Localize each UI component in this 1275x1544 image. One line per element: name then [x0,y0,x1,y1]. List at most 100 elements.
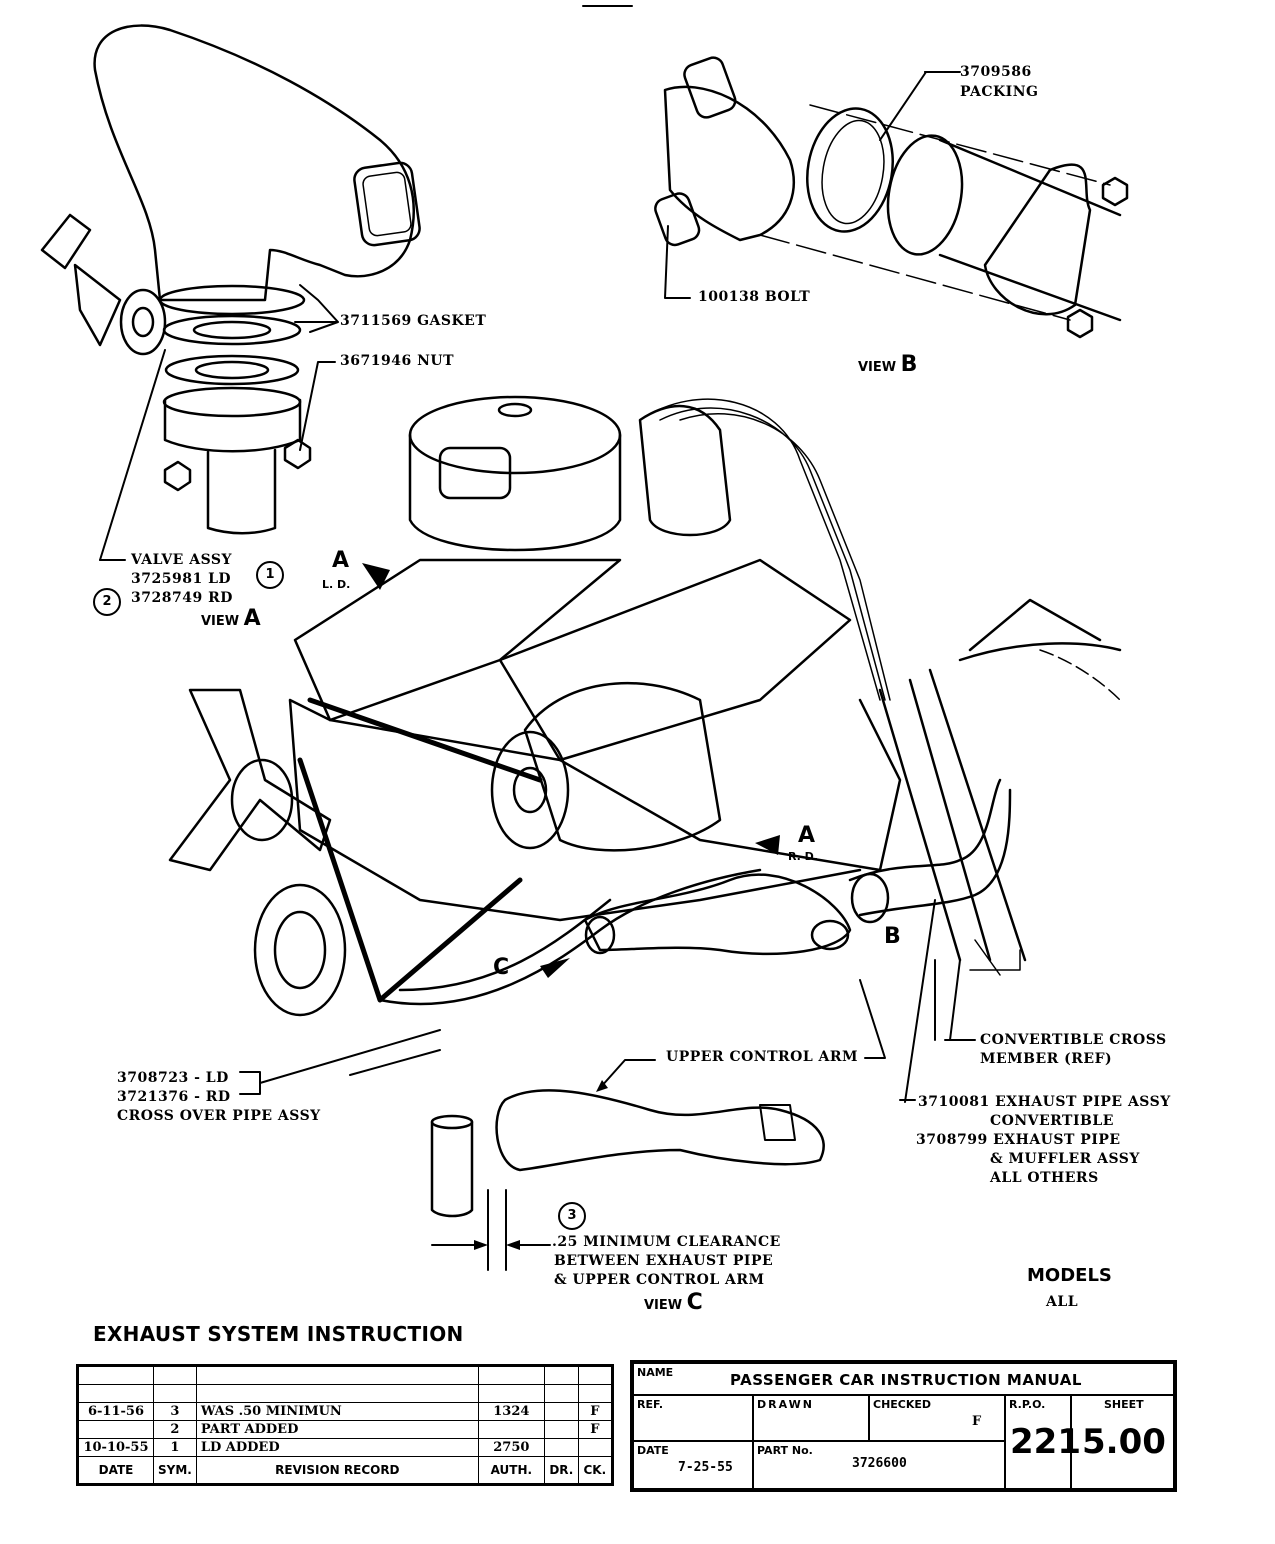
revision-cell-ck [577,1438,613,1457]
view-b-letter: B [900,352,918,377]
sheet-caption: SHEET [1104,1398,1144,1411]
convertible-cross-member-line2: MEMBER (REF) [980,1051,1113,1067]
marker-a-rd-side: R. D. [788,850,818,863]
revision-cell-auth [477,1384,545,1403]
cross-over-rd-part: 3721376 - RD [117,1089,231,1105]
ref-caption: REF. [637,1398,664,1411]
packing-part-number: 3709586 [960,64,1032,80]
view-a-letter: A [243,606,261,631]
sheet-cell: SHEET 5.00 [1071,1395,1174,1489]
marker-b: B [884,924,901,949]
header-ck: CK. [577,1456,613,1485]
revision-row [77,1365,613,1385]
revision-cell-date [77,1384,154,1403]
exhaust-pipe-muffler-label: & MUFFLER ASSY [990,1151,1140,1167]
upper-control-arm-label: UPPER CONTROL ARM [666,1049,859,1065]
revision-table-header: DATE SYM. REVISION RECORD AUTH. DR. CK. [77,1456,613,1485]
exhaust-pipe-assy-convertible: 3710081 EXHAUST PIPE ASSY [918,1094,1171,1110]
cross-over-ld-part: 3708723 - LD [117,1070,229,1086]
clearance-note-line3: & UPPER CONTROL ARM [554,1272,765,1288]
header-revision-record: REVISION RECORD [195,1456,479,1485]
revision-cell-ck: F [577,1420,613,1439]
revision-cell-record: PART ADDED [195,1420,479,1439]
valve-assy-label: VALVE ASSY [131,552,232,568]
checked-caption: CHECKED [873,1398,932,1411]
revision-cell-sym: 1 [153,1438,197,1457]
exhaust-pipe-muffler-part: 3708799 EXHAUST PIPE [916,1132,1121,1148]
view-a-word: VIEW [201,614,240,629]
revision-cell-ck [577,1365,613,1385]
rpo-caption: R.P.O. [1009,1398,1046,1411]
revision-cell-date: 10-10-55 [77,1438,154,1457]
revision-cell-dr [543,1402,579,1421]
packing-label: PACKING [960,84,1039,100]
revision-cell-record [195,1365,479,1385]
name-value: PASSENGER CAR INSTRUCTION MANUAL [730,1371,1082,1389]
bolt-callout: 100138 BOLT [698,289,811,305]
date-cell: DATE 7-25-55 [633,1441,753,1489]
view-b-word: VIEW [858,360,897,375]
exhaust-pipe-all-others: ALL OTHERS [990,1170,1099,1186]
rpo-value: 221 [1010,1422,1081,1462]
arrow-a-rd [755,835,780,855]
part-number-caption: PART No. [757,1444,813,1457]
revision-cell-auth: 2750 [477,1438,545,1457]
engine-drawing [168,395,1122,1103]
revision-circle-2: 2 [93,588,121,616]
revision-cell-record [195,1384,479,1403]
checked-value: F [972,1414,982,1429]
part-number-value: 3726600 [852,1456,907,1471]
valve-assy-rd-part: 3728749 RD [131,590,233,606]
revision-cell-auth: 1324 [477,1402,545,1421]
models-value: ALL [1046,1294,1079,1310]
clearance-note-line2: BETWEEN EXHAUST PIPE [554,1253,774,1269]
revision-cell-dr [543,1438,579,1457]
name-caption: NAME [637,1366,674,1379]
revision-cell-sym [153,1365,197,1385]
view-a-label: VIEW A [201,606,261,631]
revision-cell-record: LD ADDED [195,1438,479,1457]
revision-cell-ck: F [577,1402,613,1421]
revision-cell-date [77,1420,154,1439]
exhaust-pipe-convertible-note: CONVERTIBLE [990,1113,1114,1129]
drawn-caption: DRAWN [757,1398,814,1411]
ref-cell: REF. [633,1395,753,1441]
header-dr: DR. [543,1456,579,1485]
marker-a-rd-letter: A [798,823,816,848]
revision-circle-3: 3 [558,1202,586,1230]
revision-circle-1: 1 [256,561,284,589]
view-c-letter: C [686,1290,703,1315]
arrow-a-ld [362,563,390,590]
revision-cell-dr [543,1420,579,1439]
valve-assy-ld-part: 3725981 LD [131,571,232,587]
checked-cell: CHECKED F [869,1395,1005,1441]
view-a-drawing [40,24,421,561]
view-b-label: VIEW B [858,352,917,377]
revision-cell-dr [543,1384,579,1403]
nut-callout: 3671946 NUT [340,353,454,369]
revision-cell-auth [477,1365,545,1385]
view-c-drawing [430,1059,825,1271]
sheet-value: 5.00 [1082,1422,1166,1462]
view-c-label: VIEW C [644,1290,703,1315]
revision-cell-sym: 3 [153,1402,197,1421]
document-title: EXHAUST SYSTEM INSTRUCTION [93,1322,464,1346]
revision-cell-sym: 2 [153,1420,197,1439]
cross-over-pipe-label: CROSS OVER PIPE ASSY [117,1108,321,1124]
convertible-cross-member-line1: CONVERTIBLE CROSS [980,1032,1167,1048]
revision-cell-date: 6-11-56 [77,1402,154,1421]
revision-cell-sym [153,1384,197,1403]
name-cell: NAME PASSENGER CAR INSTRUCTION MANUAL [633,1363,1174,1395]
marker-c: C [493,955,510,980]
gasket-callout: 3711569 GASKET [340,313,487,329]
date-value: 7-25-55 [678,1460,733,1475]
date-caption: DATE [637,1444,669,1457]
part-number-cell: PART No. 3726600 [753,1441,1005,1489]
title-block: NAME PASSENGER CAR INSTRUCTION MANUAL RE… [630,1360,1177,1492]
revision-cell-date [77,1365,154,1385]
revision-row [77,1384,613,1403]
